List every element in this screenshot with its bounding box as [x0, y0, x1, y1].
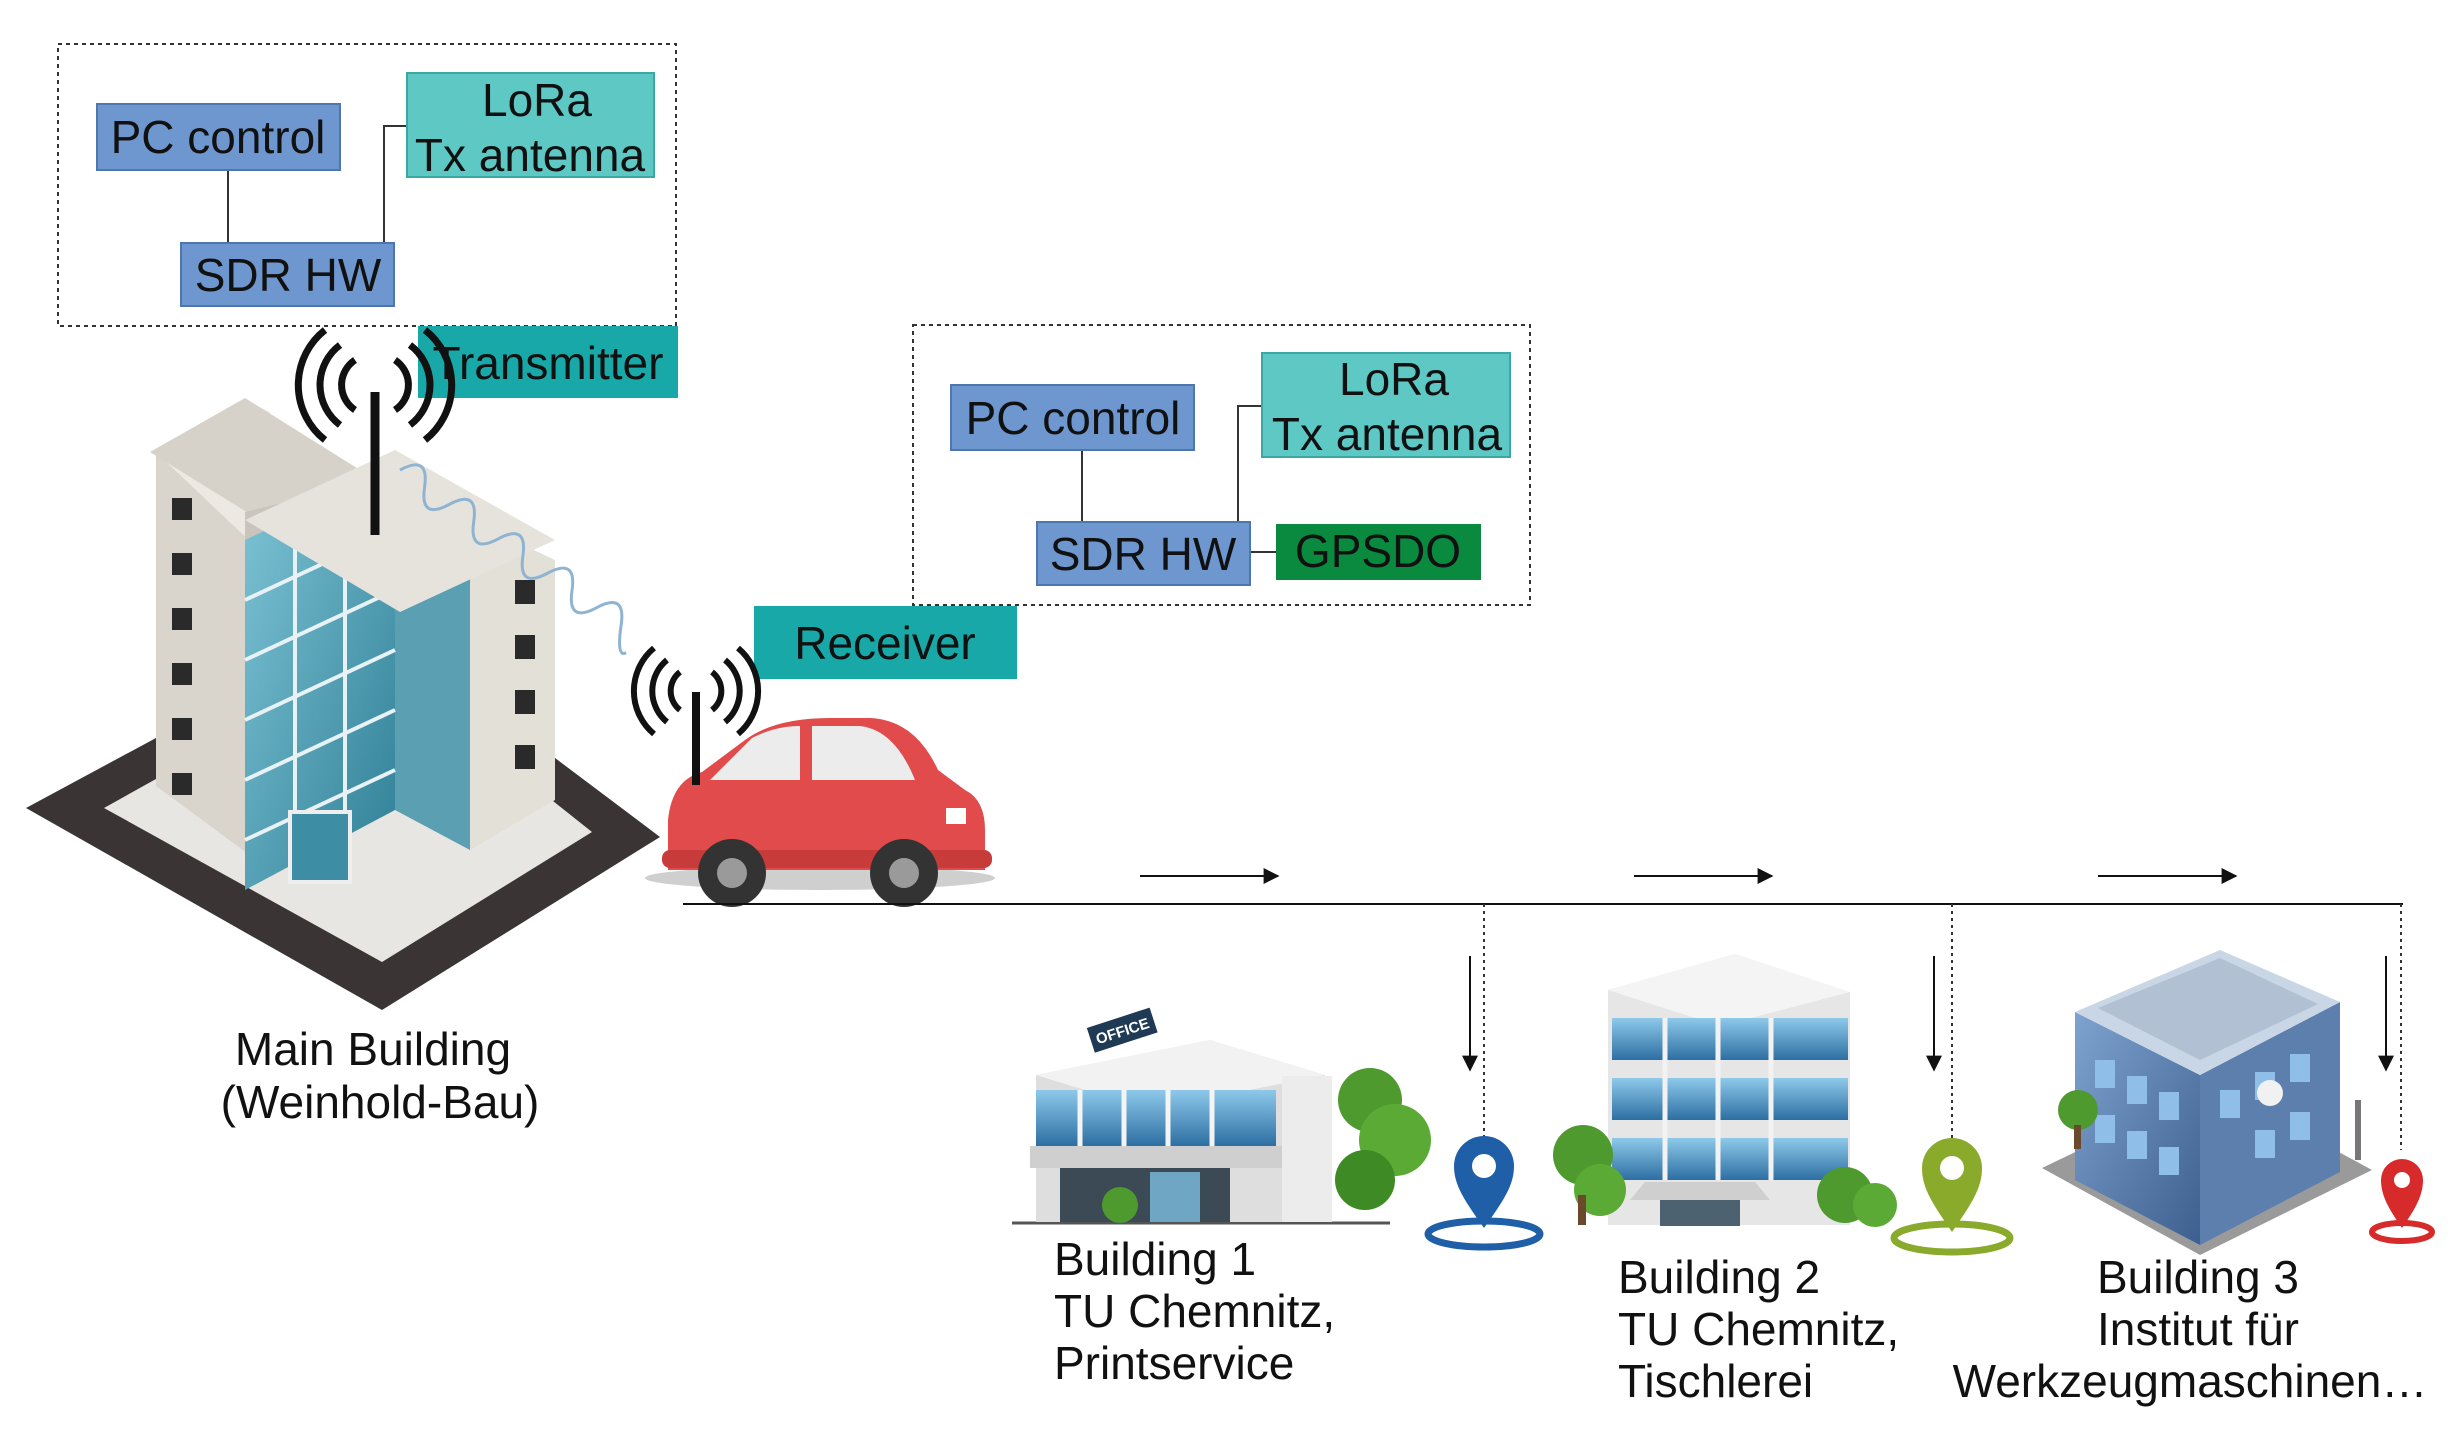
tx-connector-sdr-antenna — [383, 125, 407, 243]
rx-gpsdo-box: GPSDO — [1276, 524, 1481, 580]
transmitter-group: PC control LoRa Tx antenna SDR HW Transm… — [57, 43, 678, 398]
tx-pc-control-box: PC control — [96, 103, 341, 171]
route — [683, 868, 2403, 1155]
transmitter-label-box: Transmitter — [418, 326, 678, 398]
main-building-caption-line2: (Weinhold-Bau) — [221, 1076, 540, 1128]
building2-caption-line3: Tischlerei — [1618, 1355, 1813, 1407]
building3-location-pin-icon — [2369, 1159, 2435, 1244]
receiver-label-box: Receiver — [754, 606, 1017, 679]
receiver-label: Receiver — [794, 617, 976, 669]
transmitter-dashed-frame — [57, 43, 677, 327]
building1-illustration: OFFICE — [1012, 1007, 1431, 1225]
tx-pc-control-label: PC control — [111, 111, 326, 163]
transmitter-label: Transmitter — [433, 337, 664, 389]
car-illustration — [630, 645, 995, 907]
building1-location-pin-icon — [1424, 1136, 1544, 1251]
tx-sdr-hw-box: SDR HW — [180, 242, 395, 307]
building1-caption-line3: Printservice — [1054, 1337, 1294, 1389]
tx-sdr-hw-label: SDR HW — [195, 249, 382, 301]
receiver-group: PC control LoRa Tx antenna SDR HW GPSDO … — [754, 324, 1531, 679]
rx-antenna-label-line1: LoRa — [1339, 353, 1449, 405]
building3-caption-line3: Werkzeugmaschinen… — [1953, 1355, 2428, 1407]
building2-location-pin-icon — [1890, 1138, 2014, 1256]
building3-illustration — [2042, 950, 2372, 1255]
building3-caption-line1: Building 3 — [2097, 1251, 2299, 1303]
building3-caption-line2: Institut für — [2097, 1303, 2299, 1355]
building2-caption-line1: Building 2 — [1618, 1251, 1820, 1303]
rx-sdr-hw-label: SDR HW — [1050, 528, 1237, 580]
building2-illustration — [1553, 954, 1897, 1227]
tx-antenna-label-line2: Tx antenna — [415, 129, 646, 181]
rx-lora-antenna-box: LoRa Tx antenna — [1261, 352, 1511, 460]
rx-antenna-label-line2: Tx antenna — [1272, 408, 1503, 460]
tx-antenna-label-line1: LoRa — [482, 74, 592, 126]
rx-connector-sdr-antenna — [1237, 405, 1262, 522]
main-building-caption-line1: Main Building — [235, 1023, 511, 1075]
rx-gpsdo-label: GPSDO — [1295, 525, 1461, 577]
rx-pc-control-box: PC control — [950, 384, 1195, 451]
tx-lora-antenna-box: LoRa Tx antenna — [406, 72, 655, 181]
building2-caption-line2: TU Chemnitz, — [1618, 1303, 1899, 1355]
building1-caption-line2: TU Chemnitz, — [1054, 1285, 1335, 1337]
building1-caption-line1: Building 1 — [1054, 1233, 1256, 1285]
rx-pc-control-label: PC control — [966, 392, 1181, 444]
rx-sdr-hw-box: SDR HW — [1036, 521, 1251, 586]
main-building-illustration — [26, 327, 660, 1010]
